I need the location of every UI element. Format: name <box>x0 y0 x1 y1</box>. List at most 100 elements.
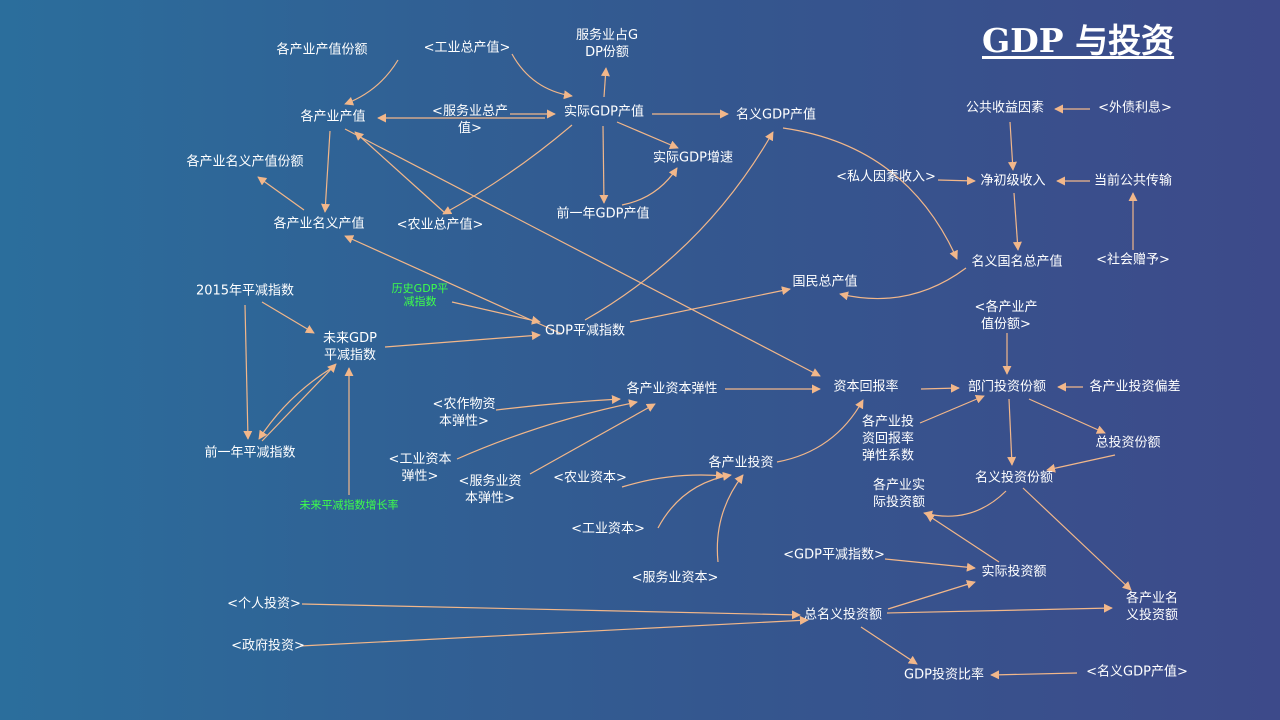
node-label-line: 总投资份额 <box>1095 435 1161 451</box>
node-label-line: 公共收益因素 <box>965 100 1045 116</box>
node-label-line: 值份额> <box>981 317 1031 332</box>
node-label-line: 平减指数 <box>323 348 376 363</box>
node-label-line: 资回报率 <box>861 431 915 447</box>
node-label-line: 各产业名义产值份额 <box>186 154 304 170</box>
node-label-line: <工业总产值> <box>423 40 511 56</box>
node-n5: <服务业总产值> <box>432 103 508 137</box>
node-n34: <工业资本弹性> <box>389 451 452 485</box>
node-label-line: 实际投资额 <box>981 564 1047 580</box>
node-n42: <GDP平减指数> <box>783 547 885 564</box>
node-label-line: <服务业资 <box>458 474 522 489</box>
causal-arrow <box>321 130 331 213</box>
node-n46: 总名义投资额 <box>804 607 882 624</box>
causal-arrow <box>616 121 679 149</box>
causal-arrow <box>511 53 573 100</box>
node-label-line: <个人投资> <box>227 596 301 612</box>
causal-arrow <box>860 626 918 665</box>
node-n44: <服务业资本> <box>632 570 719 587</box>
node-label-line: 各产业投 <box>861 414 915 430</box>
node-n22: 历史GDP平减指数 <box>392 282 449 308</box>
node-label-line: 名义投资份额 <box>974 470 1054 486</box>
node-n2: <工业总产值> <box>424 40 511 57</box>
node-label-line: 2015年平减指数 <box>195 283 295 299</box>
node-n36: 名义投资份额 <box>975 470 1053 487</box>
node-label-line: 弹性> <box>401 469 439 484</box>
node-n25: <各产业产值份额> <box>975 299 1038 333</box>
causal-arrow <box>887 580 976 610</box>
node-label-line: 各产业资本弹性 <box>626 381 718 397</box>
node-label-line: 净初级收入 <box>980 173 1046 189</box>
node-n43: 实际投资额 <box>981 564 1046 581</box>
causal-arrow <box>257 176 305 211</box>
node-n41: <工业资本> <box>571 521 645 538</box>
causal-arrow <box>776 399 864 463</box>
node-label-line: <服务业资本> <box>631 570 719 586</box>
node-n7: 名义GDP产值 <box>736 107 816 124</box>
node-n4: 各产业产值 <box>300 109 365 126</box>
node-label-line: 历史GDP平 <box>391 282 449 295</box>
causal-arrow <box>1022 487 1132 591</box>
arrow-layer <box>243 53 1138 680</box>
causal-arrow <box>886 603 1113 614</box>
causal-arrow <box>495 394 621 411</box>
node-label-line: DP份额 <box>585 45 629 60</box>
causal-arrow <box>657 471 732 529</box>
node-n16: 净初级收入 <box>980 173 1045 190</box>
node-n48: <政府投资> <box>231 638 305 655</box>
node-label-line: 未来平减指数增长率 <box>299 498 399 512</box>
node-n39: 各产业实际投资额 <box>873 477 925 511</box>
causal-arrow <box>344 128 821 377</box>
causal-arrow <box>529 403 656 475</box>
node-n3: 服务业占G DP份额 <box>576 27 638 61</box>
causal-arrow <box>1007 398 1017 466</box>
node-n24: GDP平减指数 <box>545 323 625 340</box>
causal-arrow <box>301 603 801 620</box>
node-label-line: 本弹性> <box>465 491 515 506</box>
causal-arrow <box>258 365 336 440</box>
node-label-line: 实际GDP增速 <box>653 150 733 166</box>
node-n14: <外债利息> <box>1098 100 1172 117</box>
node-n10: 前一年GDP产值 <box>557 206 650 223</box>
causal-arrow <box>384 331 541 348</box>
causal-arrow <box>716 474 744 563</box>
node-label-line: 各产业产值 <box>300 109 366 125</box>
causal-arrow <box>925 513 1000 563</box>
causal-arrow <box>621 470 725 488</box>
node-label-line: 弹性系数 <box>861 448 915 464</box>
causal-arrow <box>354 131 446 214</box>
causal-arrow <box>600 67 610 98</box>
node-n45: <个人投资> <box>227 596 301 613</box>
node-n1: 各产业产值份额 <box>276 42 367 59</box>
node-label-line: 各产业名 <box>1125 591 1179 606</box>
causal-arrow <box>584 131 774 321</box>
node-label-line: GDP投资比率 <box>904 667 984 683</box>
causal-arrow <box>1008 121 1017 171</box>
node-n37: <服务业资本弹性> <box>459 473 522 507</box>
node-label-line: 国民总产值 <box>792 274 858 290</box>
node-n11: 各产业名义产值 <box>273 216 364 233</box>
node-n9: 实际GDP增速 <box>653 150 733 167</box>
causal-arrow <box>1046 454 1116 473</box>
node-n21: 2015年平减指数 <box>196 283 294 300</box>
node-n12: <农业总产值> <box>397 217 484 234</box>
node-n6: 实际GDP产值 <box>564 104 644 121</box>
node-n40: 未来平减指数增长率 <box>300 499 399 512</box>
node-label-line: <社会赠予> <box>1096 252 1170 268</box>
node-label-line: 实际GDP产值 <box>564 104 644 120</box>
causal-arrow <box>299 615 809 647</box>
node-n50: <名义GDP产值> <box>1086 664 1188 681</box>
node-label-line: <服务业总产 <box>432 104 508 119</box>
causal-arrow <box>599 125 609 204</box>
causal-arrow <box>782 127 958 260</box>
node-n32: 总投资份额 <box>1095 435 1160 452</box>
node-n20: 国民总产值 <box>792 274 857 291</box>
node-label-line: 资本回报率 <box>833 379 899 395</box>
node-label-line: 各产业名义产值 <box>273 216 365 232</box>
causal-arrow <box>451 301 541 325</box>
node-n35: 各产业投资 <box>708 455 773 472</box>
node-label-line: 服务业占G <box>575 28 639 43</box>
node-label-line: <农业总产值> <box>396 217 484 233</box>
node-n15: <私人因素收入> <box>836 169 936 186</box>
